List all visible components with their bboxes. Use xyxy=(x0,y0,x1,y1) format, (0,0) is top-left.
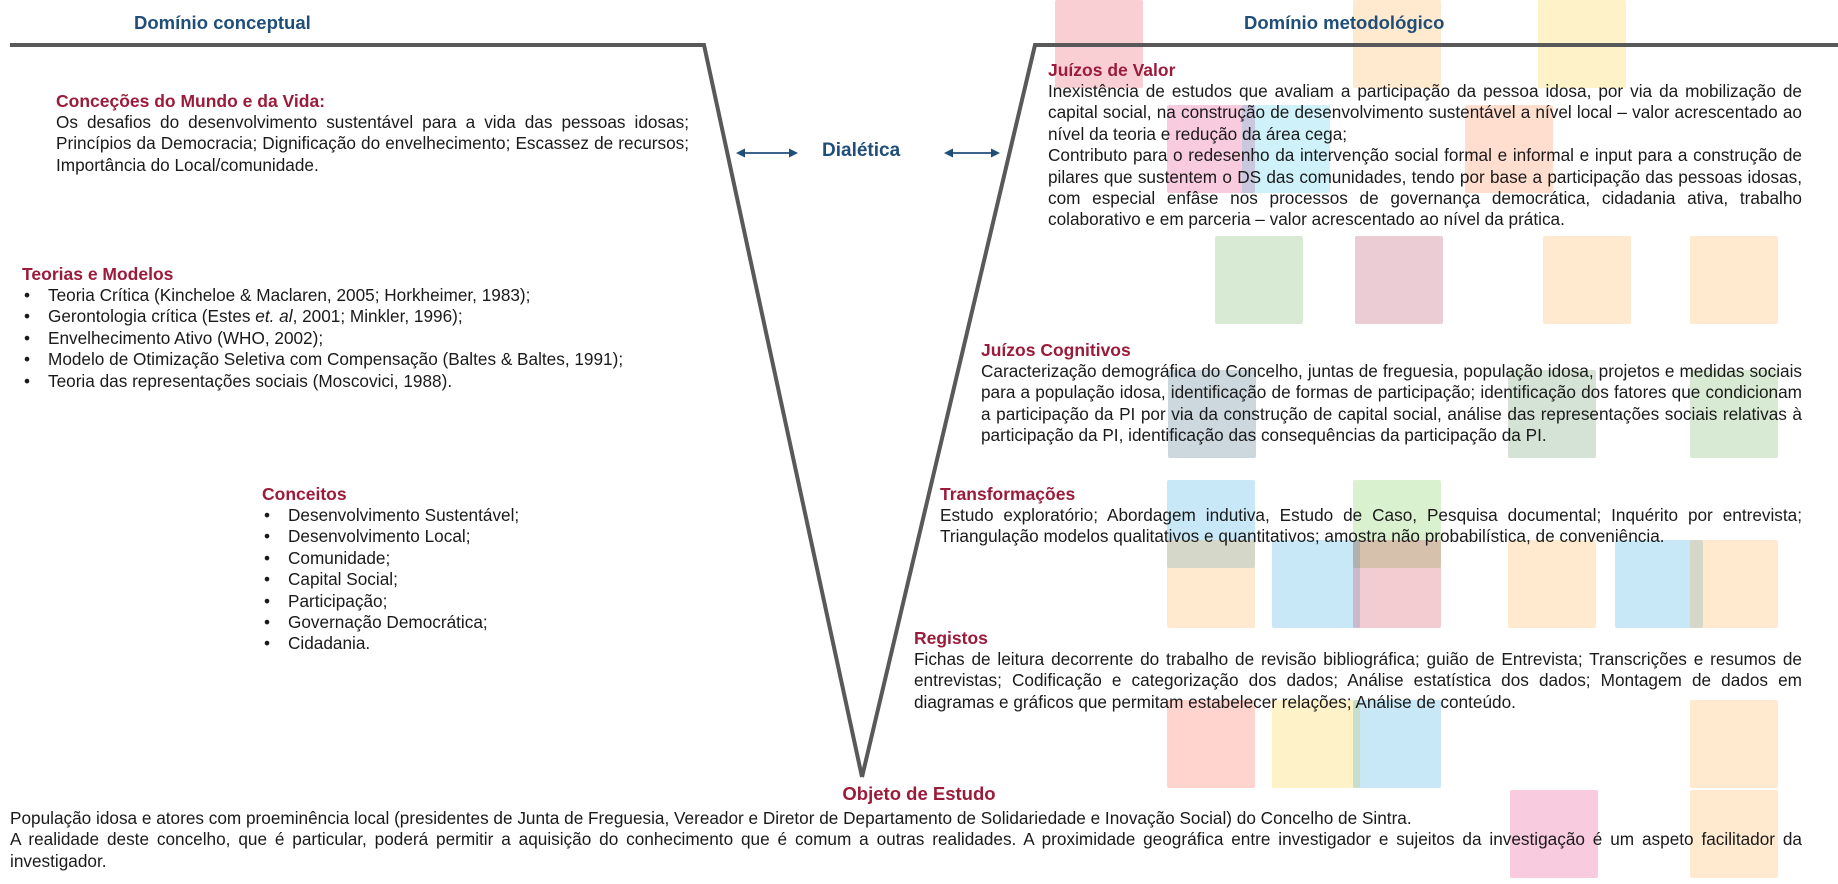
transformacoes-section: Transformações Estudo exploratório; Abor… xyxy=(940,483,1802,548)
watermark-tile xyxy=(1242,105,1330,193)
watermark-tile xyxy=(1543,236,1631,324)
watermark-tile xyxy=(1167,105,1255,193)
concecoes-title: Conceções do Mundo e da Vida: xyxy=(56,91,326,111)
vee-right-line xyxy=(860,43,1838,778)
watermark-tile xyxy=(1690,790,1778,878)
list-item: Envelhecimento Ativo (WHO, 2002); xyxy=(22,328,662,350)
conceitos-section: Conceitos Desenvolvimento Sustentável; D… xyxy=(262,483,682,655)
watermark-tile xyxy=(1272,540,1360,628)
vee-left-line xyxy=(10,43,864,778)
domain-methodological-label: Domínio metodológico xyxy=(1244,12,1445,33)
watermark-tile xyxy=(1353,540,1441,628)
teorias-list: Teoria Crítica (Kincheloe & Maclaren, 20… xyxy=(22,285,662,392)
watermark-tile xyxy=(1690,370,1778,458)
list-item-italic: et. al xyxy=(255,306,293,327)
double-arrow-icon xyxy=(944,148,1000,158)
watermark-tile xyxy=(1355,236,1443,324)
juizos-valor-title: Juízos de Valor xyxy=(1048,60,1176,80)
watermark-tile xyxy=(1508,540,1596,628)
list-item: Desenvolvimento Sustentável; xyxy=(262,505,682,527)
list-item: Teoria Crítica (Kincheloe & Maclaren, 20… xyxy=(22,285,662,307)
juizos-cognitivos-title: Juízos Cognitivos xyxy=(981,340,1131,360)
juizos-cognitivos-text: Caracterização demográfica do Concelho, … xyxy=(981,361,1802,446)
juizos-valor-text-1: Inexistência de estudos que avaliam a pa… xyxy=(1048,81,1802,144)
list-item-text: , 2001; Minkler, 1996); xyxy=(292,306,463,327)
list-item: Desenvolvimento Local; xyxy=(262,526,682,548)
watermark-tile xyxy=(1508,370,1596,458)
list-item: Modelo de Otimização Seletiva com Compen… xyxy=(22,349,662,371)
double-arrow-icon xyxy=(736,148,798,158)
juizos-valor-section: Juízos de Valor Inexistência de estudos … xyxy=(1048,59,1802,231)
concecoes-text: Os desafios do desenvolvimento sustentáv… xyxy=(56,112,689,175)
watermark-tile xyxy=(1167,700,1255,788)
watermark-tile xyxy=(1167,540,1255,628)
registos-section: Registos Fichas de leitura decorrente do… xyxy=(914,627,1802,713)
watermark-tile xyxy=(1510,790,1598,878)
concecoes-section: Conceções do Mundo e da Vida: Os desafio… xyxy=(56,90,689,176)
list-item-text: Gerontologia crítica (Estes xyxy=(48,306,256,327)
teorias-section: Teorias e Modelos Teoria Crítica (Kinche… xyxy=(22,263,662,392)
list-item: Teoria das representações sociais (Mosco… xyxy=(22,371,662,393)
objeto-estudo-title: Objeto de Estudo xyxy=(842,783,996,804)
juizos-cognitivos-section: Juízos Cognitivos Caracterização demográ… xyxy=(981,339,1802,447)
objeto-estudo-text-2: A realidade deste concelho, que é partic… xyxy=(10,829,1802,871)
watermark-tile xyxy=(1168,370,1256,458)
dialetica-label: Dialética xyxy=(822,140,901,161)
watermark-tile xyxy=(1465,105,1553,193)
list-item: Governação Democrática; xyxy=(262,612,682,634)
conceitos-title: Conceitos xyxy=(262,484,347,504)
list-item: Participação; xyxy=(262,591,682,613)
objeto-estudo-text-1: População idosa e atores com proeminênci… xyxy=(10,808,1412,828)
list-item: Gerontologia crítica (Estes et. al, 2001… xyxy=(22,306,662,328)
watermark-tile xyxy=(1690,236,1778,324)
watermark-tile xyxy=(1272,700,1360,788)
list-item: Cidadania. xyxy=(262,633,682,655)
watermark-tile xyxy=(1353,700,1441,788)
watermark-tile xyxy=(1690,540,1778,628)
list-item: Capital Social; xyxy=(262,569,682,591)
transformacoes-title: Transformações xyxy=(940,484,1076,504)
registos-text: Fichas de leitura decorrente do trabalho… xyxy=(914,649,1802,712)
watermark-tile xyxy=(1690,700,1778,788)
teorias-title: Teorias e Modelos xyxy=(22,264,174,284)
watermark-tile xyxy=(1167,480,1255,568)
domain-conceptual-label: Domínio conceptual xyxy=(134,12,311,33)
registos-title: Registos xyxy=(914,628,988,648)
conceitos-list: Desenvolvimento Sustentável; Desenvolvim… xyxy=(262,505,682,655)
list-item: Comunidade; xyxy=(262,548,682,570)
objeto-estudo-section: População idosa e atores com proeminênci… xyxy=(10,808,1802,872)
watermark-tile xyxy=(1353,480,1441,568)
watermark-tile xyxy=(1615,540,1703,628)
watermark-tile xyxy=(1215,236,1303,324)
transformacoes-text: Estudo exploratório; Abordagem indutiva,… xyxy=(940,505,1802,547)
juizos-valor-text-2: Contributo para o redesenho da intervenç… xyxy=(1048,145,1802,230)
